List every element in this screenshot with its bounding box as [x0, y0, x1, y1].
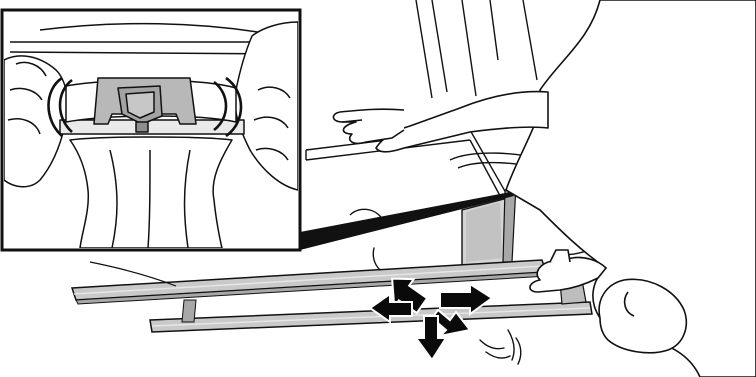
detail-inset [2, 10, 300, 250]
